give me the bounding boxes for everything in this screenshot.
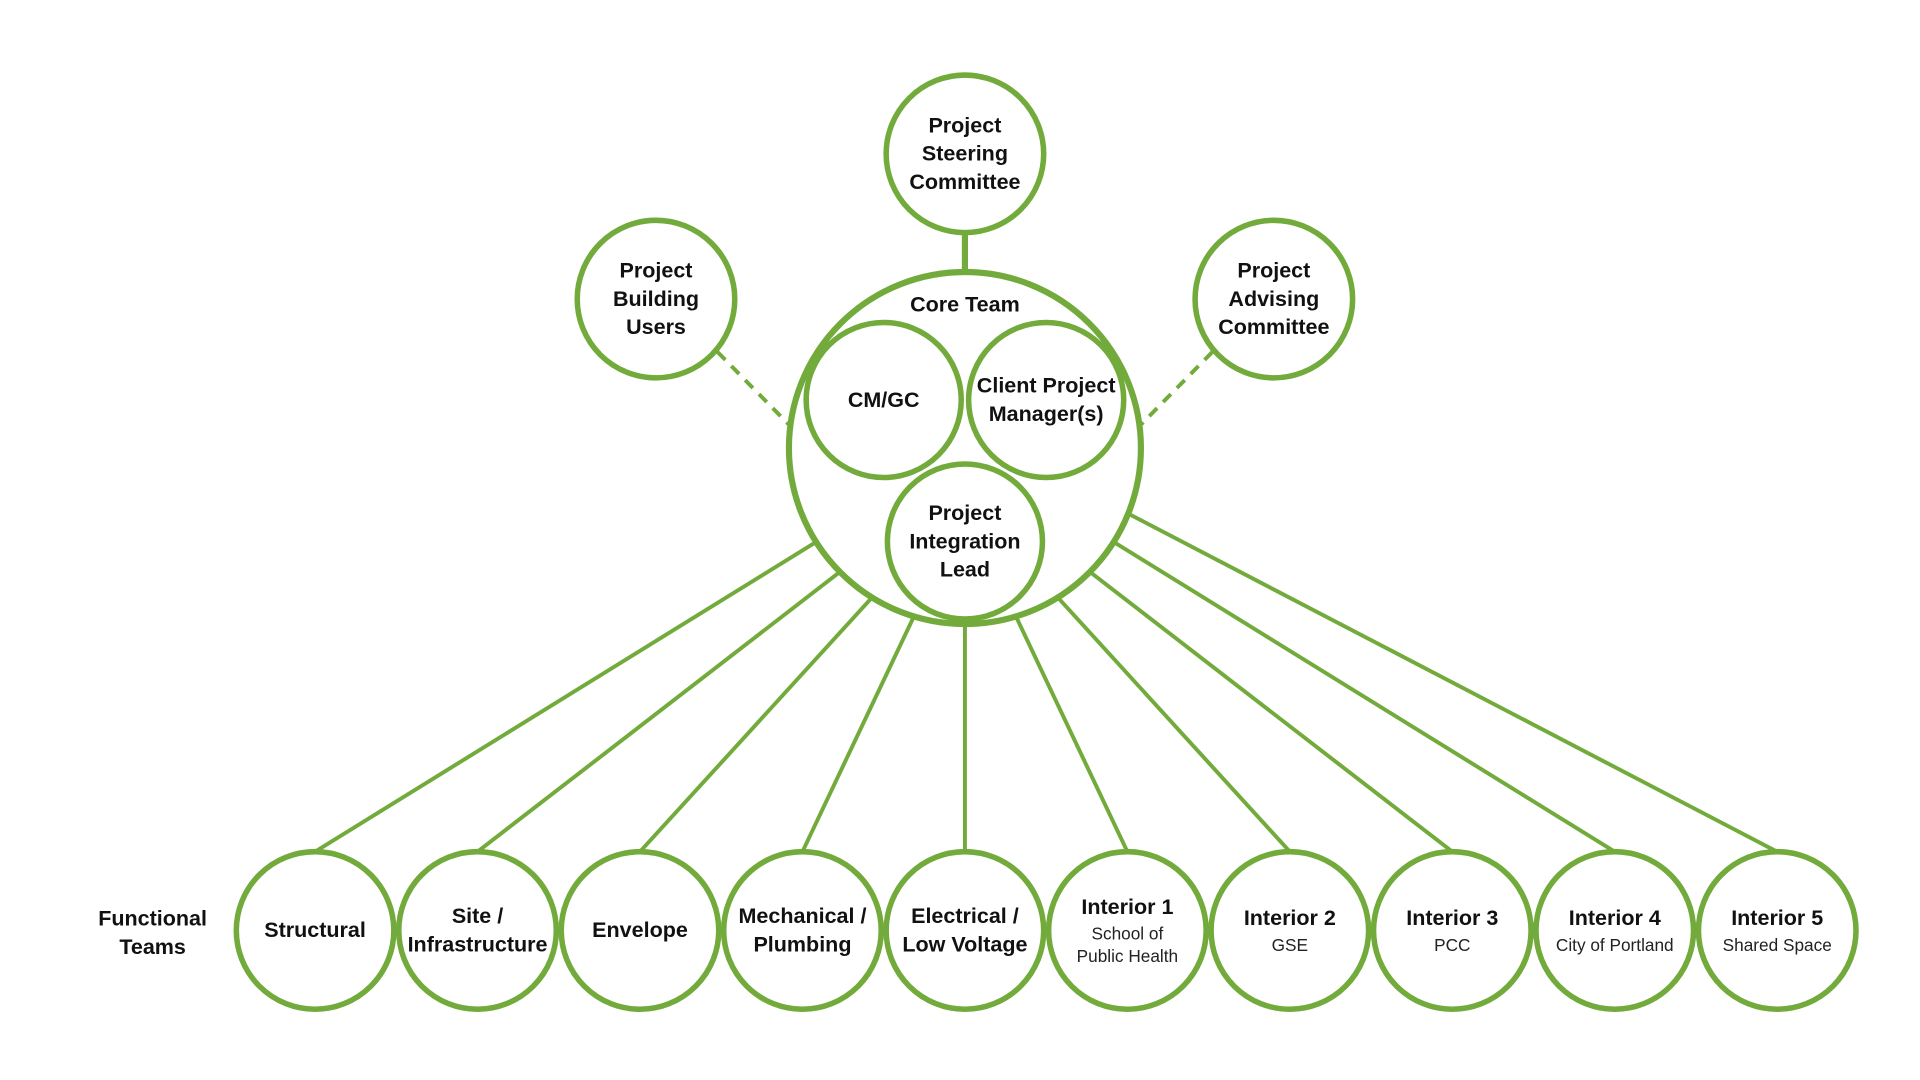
integration-lead-label: Lead [940,558,990,582]
functional-team-node [1208,848,1372,1012]
functional-team-label: Interior 2 [1244,906,1336,930]
functional-teams-label: Teams [119,935,186,959]
advising-committee-node [1192,217,1356,381]
client-project-manager-label: Manager(s) [989,402,1104,426]
functional-team-node [1370,848,1534,1012]
integration-lead-node [884,461,1046,622]
steering-committee-label: Project [928,113,1001,137]
cm-gc-label: CM/GC [848,388,920,412]
functional-team-sublabel: Public Health [1077,946,1178,966]
building-users-connector [716,350,791,426]
functional-team-label: Infrastructure [408,932,548,956]
functional-team-connector [1089,570,1454,854]
functional-team-label: Interior 4 [1569,906,1661,930]
functional-team-sublabel: PCC [1434,935,1470,955]
functional-team-label: Mechanical / [738,904,866,928]
connector-layer [314,233,1779,854]
advising-connector [1139,350,1214,426]
functional-team-label: Interior 3 [1406,906,1498,930]
building-users-node [574,217,738,381]
functional-team-node [1533,848,1697,1012]
functional-team-connector [1014,617,1130,853]
functional-team-node [883,848,1047,1012]
functional-team-connector [1128,512,1779,854]
functional-teams-label: Functional [98,907,207,931]
functional-team-node [1045,848,1209,1012]
steering-committee-node [883,72,1047,236]
core-team-label: Core Team [910,292,1020,316]
functional-team-sublabel: School of [1091,924,1163,944]
advising-committee-label: Project [1237,259,1310,283]
client-project-manager-node [965,319,1127,481]
building-users-label: Building [613,287,699,311]
steering-committee-label: Steering [922,142,1008,166]
functional-team-node [233,848,397,1012]
functional-team-label: Electrical / [911,904,1019,928]
cm-gc-node [803,319,964,481]
functional-team-label: Interior 1 [1081,895,1173,919]
building-users-label: Project [620,259,693,283]
functional-team-label: Interior 5 [1731,906,1823,930]
functional-team-node [1695,848,1859,1012]
functional-team-sublabel: Shared Space [1723,935,1832,955]
functional-team-node [558,848,722,1012]
client-project-manager-label: Client Project [977,374,1116,398]
functional-team-label: Plumbing [753,932,851,956]
functional-team-connector [800,617,916,853]
node-layer [233,72,1859,1012]
functional-team-label: Low Voltage [902,932,1027,956]
advising-committee-label: Committee [1218,315,1329,339]
functional-team-connector [1114,541,1616,854]
building-users-label: Users [626,315,686,339]
label-layer: ProjectSteeringCommitteeProjectBuildingU… [98,113,1832,966]
functional-team-connector [476,570,841,854]
functional-team-connector [1057,596,1292,854]
functional-team-node [720,848,885,1012]
functional-team-node [395,848,560,1012]
functional-team-sublabel: GSE [1272,935,1308,955]
functional-team-label: Envelope [592,918,688,942]
functional-team-connector [638,596,873,854]
functional-team-label: Structural [264,918,366,942]
functional-team-label: Site / [452,904,503,928]
steering-committee-label: Committee [909,170,1020,194]
integration-lead-label: Project [928,501,1001,525]
advising-committee-label: Advising [1228,287,1319,311]
integration-lead-label: Integration [909,529,1020,553]
functional-team-sublabel: City of Portland [1556,935,1674,955]
functional-team-connector [314,541,816,854]
